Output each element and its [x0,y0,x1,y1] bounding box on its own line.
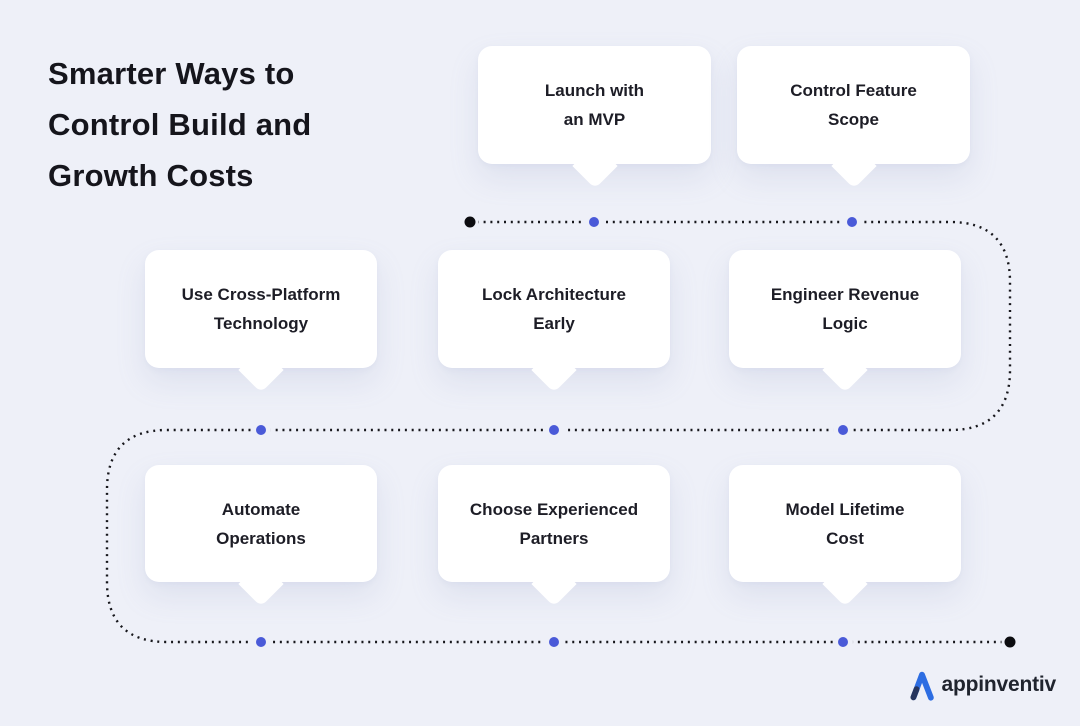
title-line: Growth Costs [48,158,254,193]
card-engineer-revenue-logic: Engineer Revenue Logic [729,250,961,393]
card-label-line: Automate [221,499,301,519]
step-dot-lock-architecture [544,420,564,440]
card-automate-operations: Automate Operations [145,465,377,607]
card-model-lifetime-cost: Model Lifetime Cost [729,465,961,607]
step-dot-automate-operations [251,632,271,652]
card-lock-architecture-early: Lock Architecture Early [438,250,670,393]
card-control-feature-scope: Control Feature Scope [737,46,970,189]
card-label-line: Control Feature [790,81,917,100]
brand-logo: appinventiv [907,668,1057,702]
card-label-line: Early [533,314,575,333]
step-dot-feature-scope [842,212,862,232]
card-label-line: Technology [213,314,309,333]
card-label-line: Choose Experienced [469,499,639,519]
end-dot [1001,633,1019,651]
card-label-line: Logic [822,314,868,333]
card-label-line: Scope [827,110,880,129]
card-label-line: Cost [826,528,864,548]
card-label-line: Lock Architecture [482,285,626,304]
page-title: Smarter Ways to Control Build and Growth… [48,48,311,201]
timeline-dotted-path [105,220,1012,644]
start-dot [461,213,479,231]
card-label-line: an MVP [563,110,626,129]
step-dot-cross-platform [251,420,271,440]
card-label-line: Model Lifetime [785,499,905,519]
card-use-cross-platform: Use Cross-Platform Technology [145,250,377,393]
card-label-line: Operations [216,528,306,548]
card-choose-experienced-partners: Choose Experienced Partners [438,465,670,607]
step-dot-revenue-logic [833,420,853,440]
step-dot-lifetime-cost [833,632,853,652]
card-launch-with-an-mvp: Launch with an MVP [478,46,711,189]
title-line: Control Build and [48,107,312,142]
card-label-line: Engineer Revenue [770,285,920,304]
triangle-a-icon [909,671,934,701]
card-label-line: Launch with [544,81,645,100]
card-label-line: Use Cross-Platform [181,285,341,304]
step-dot-experienced-partners [544,632,564,652]
brand-name: appinventiv [941,673,1057,696]
card-label-line: Partners [519,528,589,548]
title-line: Smarter Ways to [48,56,295,91]
step-dot-launch-mvp [584,212,604,232]
